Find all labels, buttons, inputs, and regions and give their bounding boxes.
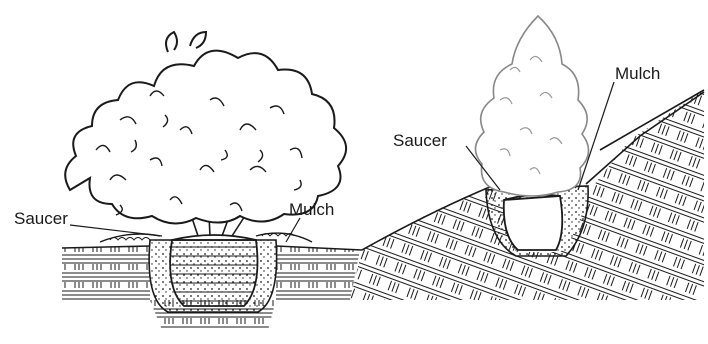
label-mulch-left: Mulch (289, 201, 334, 218)
left-shrub-canopy (65, 32, 346, 224)
left-planting-hole (149, 235, 277, 312)
saucer-left-leader (70, 225, 162, 236)
label-saucer-left: Saucer (14, 210, 68, 227)
label-mulch-right: Mulch (615, 65, 660, 82)
mulch-left-leader (286, 218, 300, 242)
label-saucer-right: Saucer (393, 132, 447, 149)
